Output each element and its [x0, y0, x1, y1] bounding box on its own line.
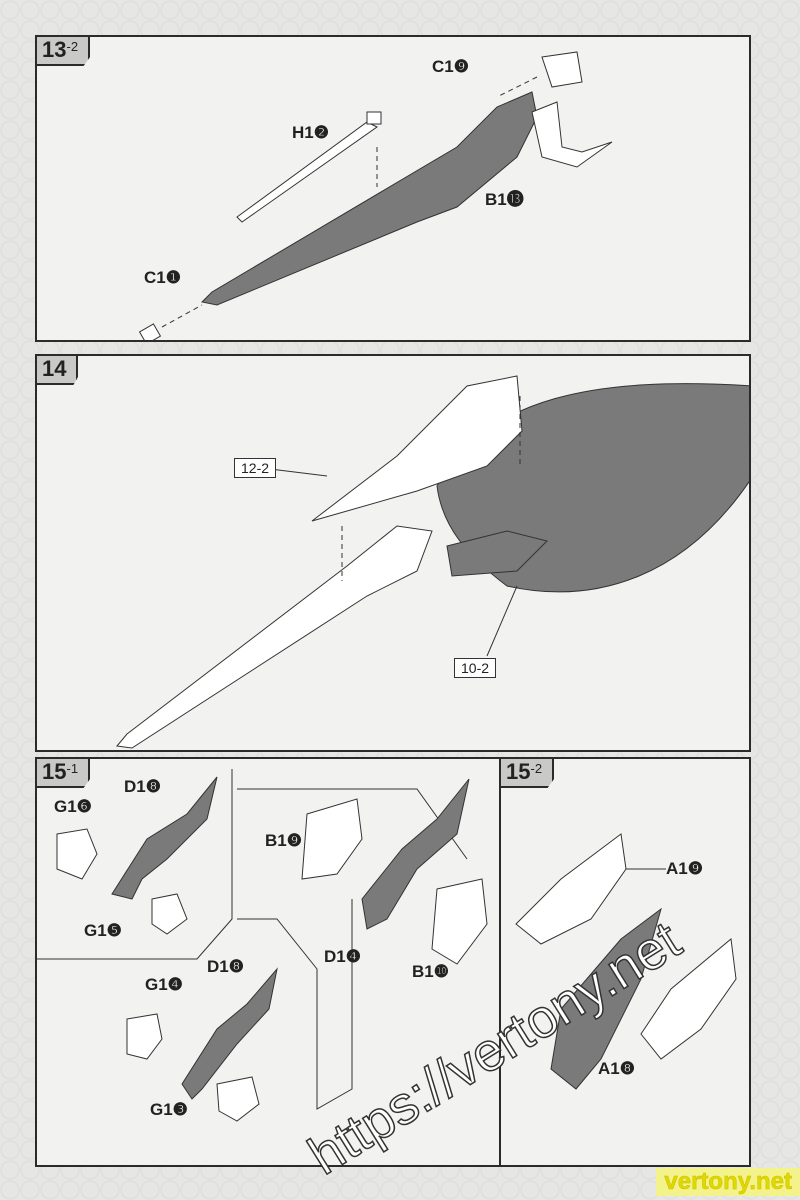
step-15-1-panel: 15-1 D1❽ G1❻ G1❺ B1❾ D1❹ B1❿ G1❹ D1❽ G1❸ — [35, 757, 501, 1167]
step-substep: -2 — [66, 39, 79, 54]
leg-parts-diagram — [37, 769, 488, 1122]
part-label-b1-9: B1❾ — [265, 831, 302, 850]
part-label-c1-1: C1❶ — [144, 268, 181, 287]
part-label-d1-8: D1❽ — [124, 777, 161, 796]
unit-assembly-diagram — [116, 375, 749, 749]
armor-parts-diagram — [515, 833, 737, 1090]
part-label-b1-13: B1⓭ — [485, 190, 524, 209]
part-label-a1-9: A1❾ — [666, 859, 703, 878]
step-15-2-panel: 15-2 A1❾ A1❽ — [499, 757, 751, 1167]
step-number: 15 — [506, 759, 531, 784]
step-number-tag: 15-1 — [37, 759, 91, 788]
step-number-tag: 13-2 — [37, 37, 91, 66]
part-label-c1-9: C1❾ — [432, 57, 469, 76]
site-watermark: vertony.net — [656, 1168, 800, 1196]
ref-step-12-2: 12-2 — [234, 458, 277, 478]
step-13-2-panel: 13-2 C1❾ H1❷ B1⓭ C1❶ — [35, 35, 751, 342]
step-substep: -2 — [530, 761, 543, 776]
part-label-g1-4: G1❹ — [145, 975, 183, 994]
part-label-h1-2: H1❷ — [292, 123, 329, 142]
rifle-assembly-diagram — [138, 51, 613, 340]
part-label-d1-8: D1❽ — [207, 957, 244, 976]
ref-step-10-2: 10-2 — [454, 658, 497, 678]
step-number: 13 — [42, 37, 67, 62]
part-label-a1-8: A1❽ — [598, 1059, 635, 1078]
part-label-b1-10: B1❿ — [412, 962, 449, 981]
part-label-g1-6: G1❻ — [54, 797, 92, 816]
step-14-panel: 14 12-2 10-2 — [35, 354, 751, 752]
step-number: 15 — [42, 759, 67, 784]
step-number-tag: 14 — [37, 356, 79, 385]
part-label-g1-3: G1❸ — [150, 1100, 188, 1119]
step-substep: -1 — [66, 761, 79, 776]
part-label-g1-5: G1❺ — [84, 921, 122, 940]
part-label-d1-4: D1❹ — [324, 947, 361, 966]
step-number: 14 — [42, 356, 67, 381]
step-number-tag: 15-2 — [501, 759, 555, 788]
